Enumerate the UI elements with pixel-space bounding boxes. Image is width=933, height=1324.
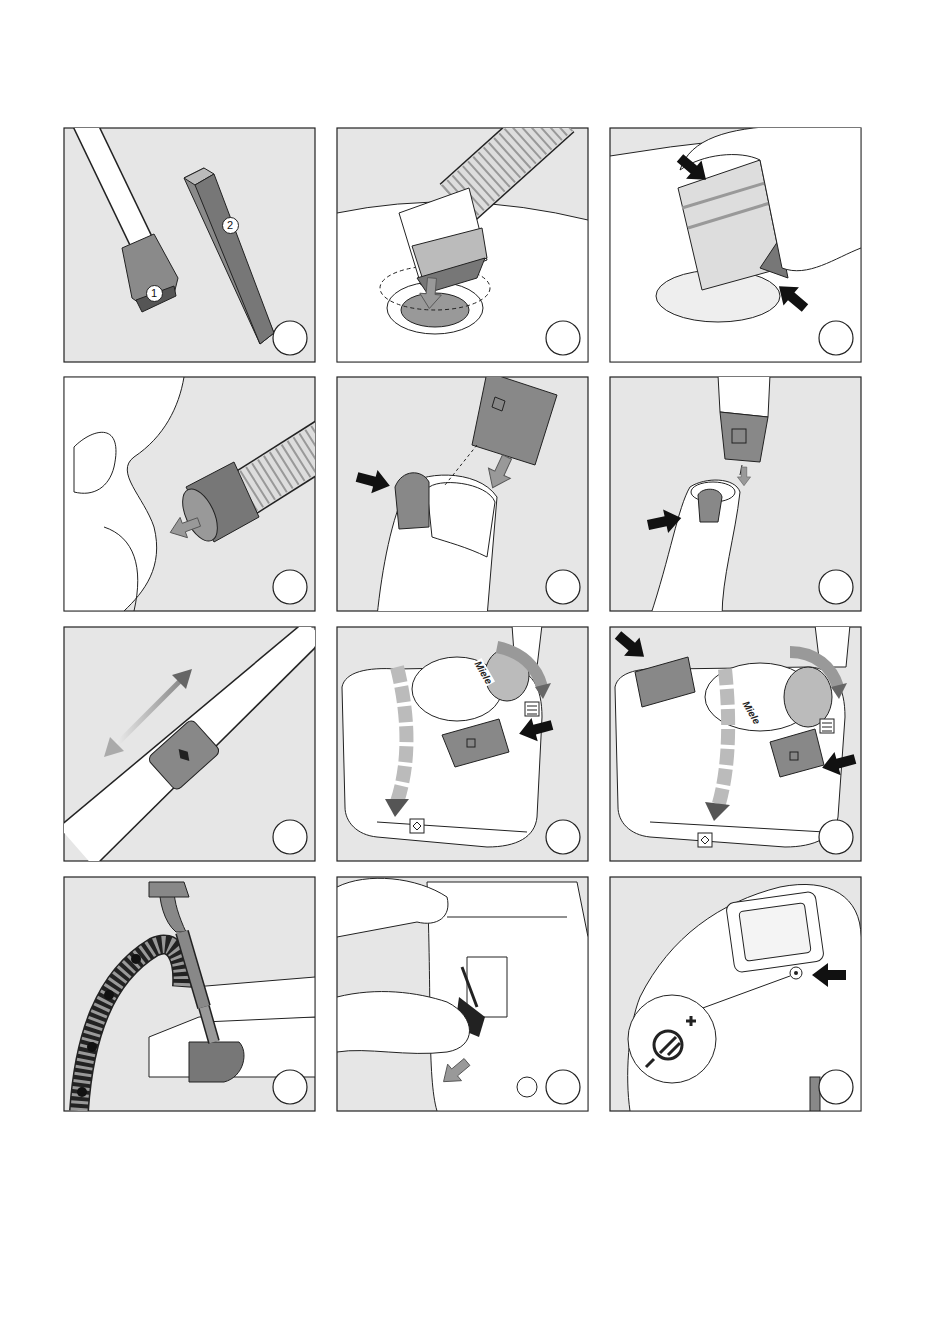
step-panel	[64, 118, 315, 362]
step-panel	[59, 622, 324, 867]
step-panel	[610, 375, 861, 617]
callout-number: 1	[151, 288, 157, 299]
step-panel	[337, 113, 588, 362]
step-panel	[337, 625, 588, 861]
step-panel	[610, 126, 861, 362]
callout-circle: 2	[222, 217, 239, 234]
step-panel	[337, 877, 588, 1111]
callout-circle: 1	[146, 285, 163, 302]
step-panel	[610, 877, 861, 1111]
step-panel	[610, 625, 861, 861]
callout-number: 2	[227, 220, 233, 231]
step-panel	[64, 377, 334, 611]
step-panel	[337, 372, 588, 617]
step-panel	[64, 877, 315, 1111]
